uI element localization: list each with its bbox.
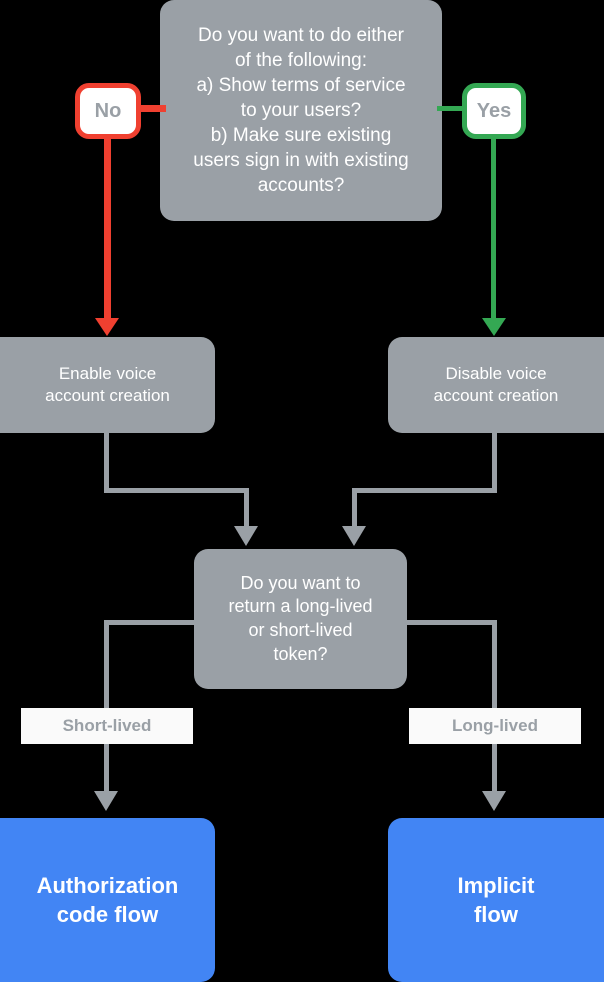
connector-no-horizontal <box>138 105 166 112</box>
connector-yes-horizontal <box>437 106 465 111</box>
connector-short-lived-vertical <box>104 620 109 795</box>
arrow-disable-to-token-question <box>342 526 366 546</box>
question-line: users sign in with existing <box>193 150 409 172</box>
action-node-disable-voice-account-creation: Disable voice account creation <box>388 337 604 433</box>
action-line: Enable voice <box>58 363 157 383</box>
outcome-line: Implicit <box>457 872 535 898</box>
arrow-yes-down <box>482 318 506 336</box>
action-node-enable-voice-account-creation: Enable voice account creation <box>0 337 215 433</box>
question-line: or short-lived <box>248 620 353 640</box>
question-line: return a long-lived <box>228 596 373 617</box>
action-line: account creation <box>45 386 170 405</box>
connector-disable-horizontal <box>352 488 497 493</box>
connector-no-vertical <box>104 136 111 322</box>
outcome-line: Authorization <box>36 872 179 898</box>
outcome-node-implicit-flow-text: Implicit flow <box>447 871 544 929</box>
question-line: of the following: <box>234 49 368 71</box>
question-line: a) Show terms of service <box>196 74 406 96</box>
question-line: b) Make sure existing <box>210 125 392 147</box>
action-node-enable-voice-text: Enable voice account creation <box>35 363 180 408</box>
badge-no-label: No <box>94 99 122 122</box>
decision-node-token-lifetime-text: Do you want to return a long-lived or sh… <box>218 572 382 667</box>
decision-node-terms-of-service-text: Do you want to do either of the followin… <box>183 23 418 199</box>
badge-yes-label: Yes <box>476 99 512 122</box>
badge-yes: Yes <box>462 83 526 139</box>
outcome-line: code flow <box>56 902 159 927</box>
connector-enable-vertical-2 <box>244 488 249 530</box>
connector-short-lived-horizontal <box>104 620 198 625</box>
connector-enable-horizontal <box>104 488 249 493</box>
question-line: Do you want to do either <box>198 24 404 46</box>
action-node-disable-voice-text: Disable voice account creation <box>424 363 569 408</box>
edge-label-short-lived-text: Short-lived <box>62 716 152 735</box>
action-line: account creation <box>433 386 559 405</box>
edge-label-short-lived: Short-lived <box>21 708 193 744</box>
connector-long-lived-horizontal <box>403 620 497 625</box>
outcome-node-authorization-code-flow: Authorization code flow <box>0 818 215 982</box>
outcome-node-authorization-code-flow-text: Authorization code flow <box>27 871 189 929</box>
connector-yes-vertical <box>491 136 496 322</box>
arrow-enable-to-token-question <box>234 526 258 546</box>
edge-label-long-lived-text: Long-lived <box>452 716 538 735</box>
edge-label-long-lived: Long-lived <box>409 708 581 744</box>
badge-no: No <box>75 83 141 139</box>
outcome-node-implicit-flow: Implicit flow <box>388 818 604 982</box>
outcome-line: flow <box>473 902 518 927</box>
decision-node-terms-of-service: Do you want to do either of the followin… <box>160 0 442 221</box>
arrow-long-lived-to-implicit-flow <box>482 791 506 811</box>
arrow-short-lived-to-auth-code-flow <box>94 791 118 811</box>
question-line: accounts? <box>257 175 345 197</box>
connector-disable-vertical-1 <box>492 433 497 492</box>
decision-node-token-lifetime: Do you want to return a long-lived or sh… <box>194 549 407 689</box>
connector-long-lived-vertical <box>492 620 497 795</box>
connector-enable-vertical-1 <box>104 433 109 492</box>
connector-disable-vertical-2 <box>352 488 357 530</box>
arrow-no-down <box>95 318 119 336</box>
question-line: to your users? <box>240 99 362 121</box>
question-line: Do you want to <box>240 572 361 593</box>
action-line: Disable voice <box>445 363 547 383</box>
question-line: token? <box>273 643 328 664</box>
